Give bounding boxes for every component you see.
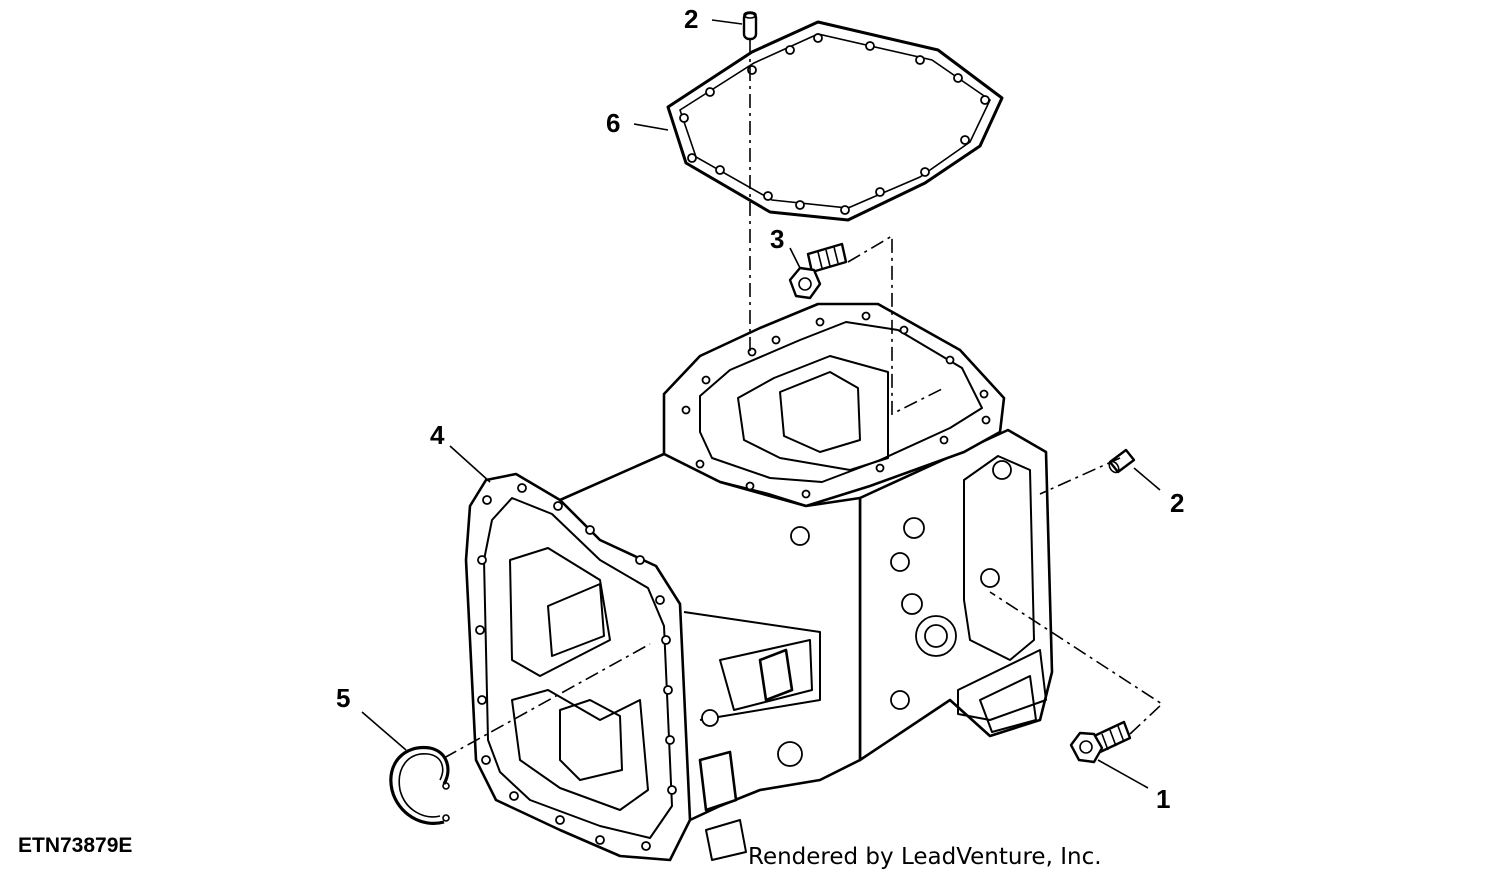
callout-4: 4: [430, 420, 445, 450]
callout-2-right: 2: [1170, 488, 1184, 518]
callout-2-top: 2: [684, 4, 698, 34]
callout-5: 5: [336, 683, 350, 713]
cap-screw-upper: [788, 242, 848, 300]
leader-lines: [361, 19, 1161, 789]
callout-labels: 1 2 2 3 4 5 6: [336, 4, 1184, 814]
dowel-pin-top: [742, 11, 758, 41]
cap-screw-lower: [1069, 720, 1132, 764]
transmission-case: [464, 302, 1054, 862]
callout-6: 6: [606, 108, 620, 138]
snap-ring: [389, 745, 450, 825]
gasket: [666, 20, 1004, 222]
centerlines: [443, 40, 1164, 759]
render-credit: Rendered by LeadVenture, Inc.: [748, 844, 1102, 870]
figure-id: ETN73879E: [18, 834, 133, 857]
callout-3: 3: [770, 224, 784, 254]
callout-1: 1: [1156, 784, 1170, 814]
